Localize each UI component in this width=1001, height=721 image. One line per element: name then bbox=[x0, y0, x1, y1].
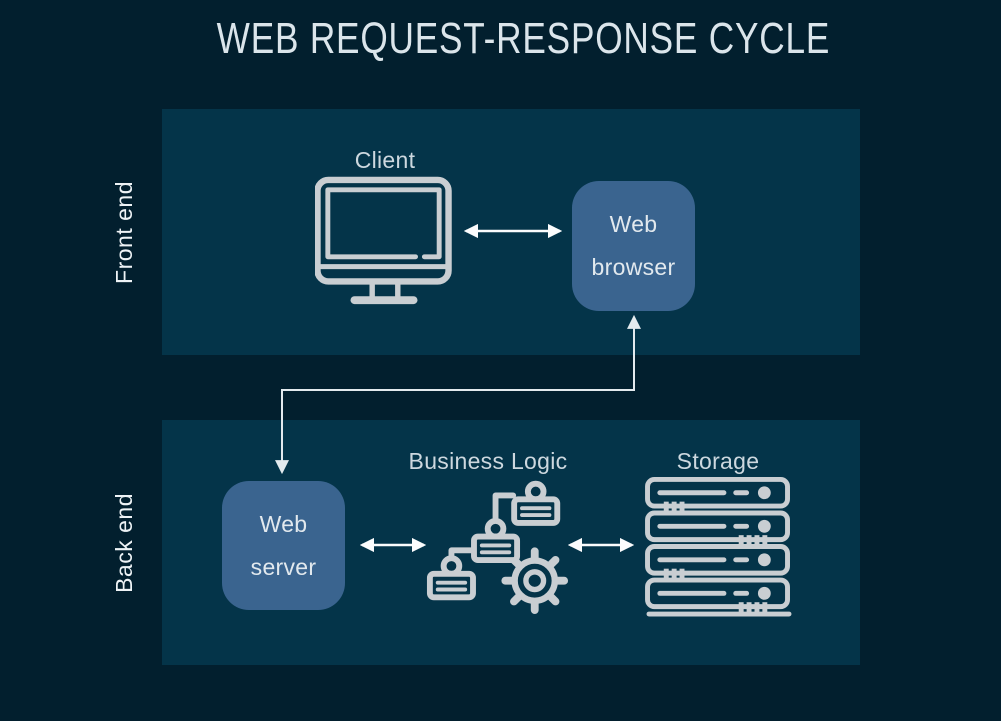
back-end-label-wrap: Back end bbox=[102, 420, 146, 665]
web-server-node: Web server bbox=[222, 481, 345, 610]
front-end-label-wrap: Front end bbox=[102, 109, 146, 355]
storage-label: Storage bbox=[676, 448, 760, 474]
front-end-panel bbox=[162, 109, 860, 355]
front-end-label: Front end bbox=[110, 180, 137, 284]
web-browser-label: Web browser bbox=[591, 211, 676, 280]
back-end-label: Back end bbox=[110, 492, 137, 593]
server-rack-icon bbox=[645, 477, 792, 617]
workflow-gear-icon bbox=[426, 480, 569, 614]
web-server-label: Web server bbox=[250, 510, 317, 580]
page-title-wrap: WEB REQUEST-RESPONSE CYCLE bbox=[0, 14, 1001, 64]
client-label: Client bbox=[354, 147, 416, 173]
gear-icon bbox=[501, 547, 569, 614]
monitor-icon bbox=[315, 176, 452, 305]
web-browser-node: Web browser bbox=[572, 181, 695, 311]
page-title: WEB REQUEST-RESPONSE CYCLE bbox=[216, 14, 831, 63]
